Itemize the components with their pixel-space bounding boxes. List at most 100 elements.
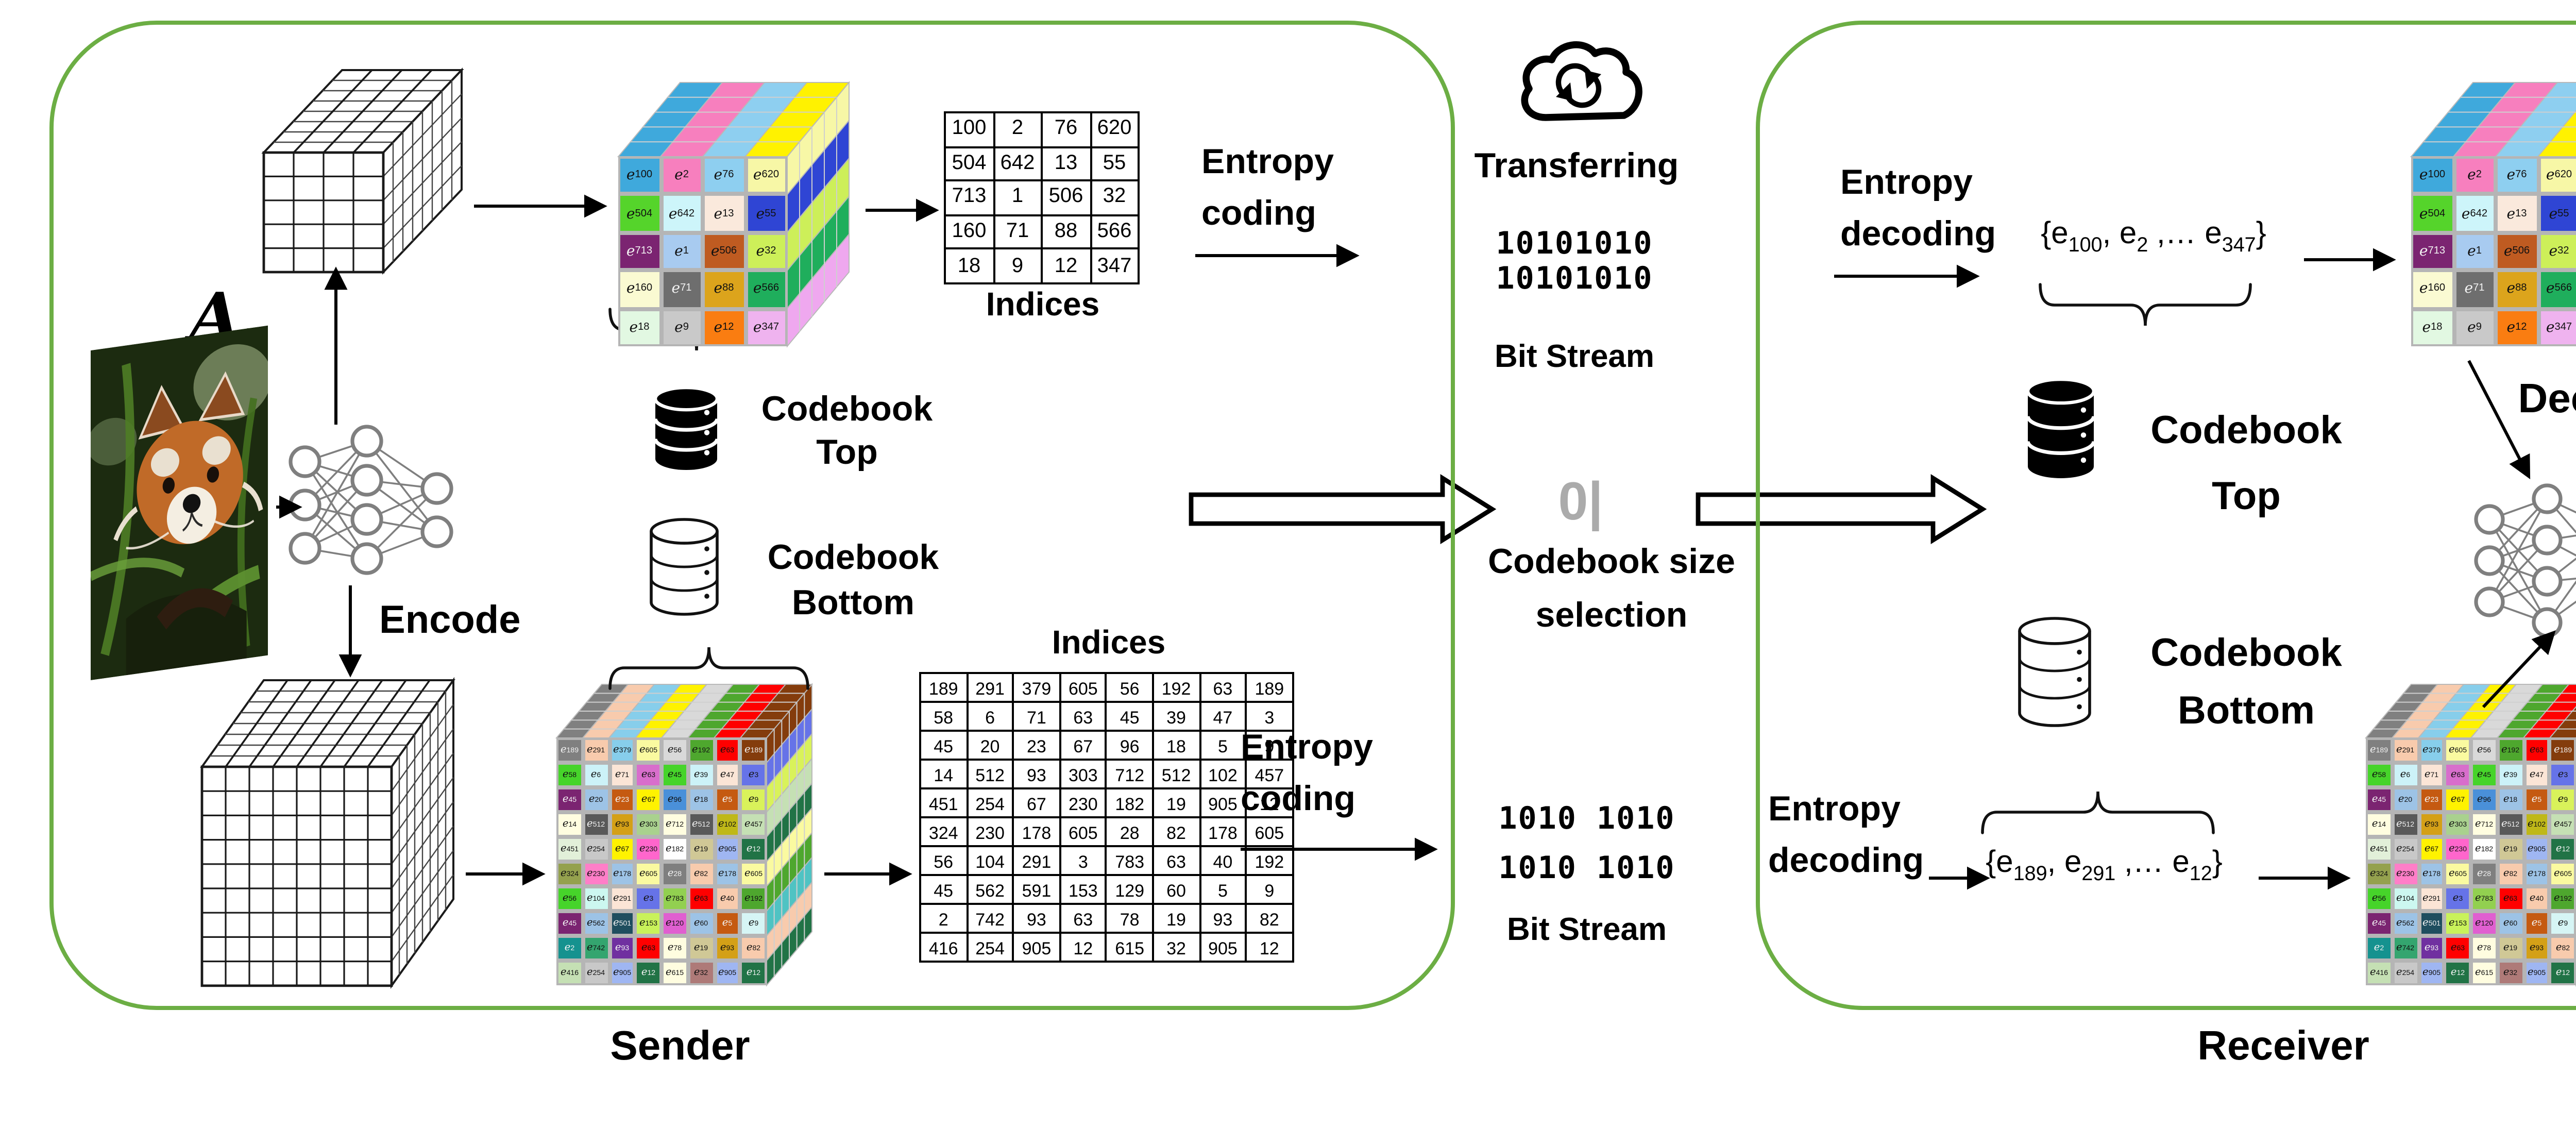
- entropy-decoding-bottom-line1: Entropy: [1768, 789, 1901, 829]
- index-cell: 3: [1245, 701, 1294, 732]
- receiver-codebook-bottom-line1: Codebook: [2150, 633, 2342, 676]
- index-cell: 93: [1012, 759, 1061, 789]
- receiver-codebook-bottom-line2: Bottom: [2178, 691, 2315, 734]
- index-cell: 379: [1012, 672, 1061, 703]
- bitstream-bottom-line2: 1010 1010: [1498, 849, 1675, 886]
- index-cell: 178: [1198, 816, 1247, 847]
- index-cell: 32: [1151, 932, 1201, 963]
- index-cell: 93: [1012, 903, 1061, 934]
- index-cell: 5: [1198, 874, 1247, 905]
- index-cell: 620: [1089, 111, 1140, 148]
- entropy-decoding-top-line2: decoding: [1840, 214, 1996, 254]
- codebook-bottom-label-line1: Codebook: [767, 538, 939, 577]
- entropy-decoding-top-line1: Entropy: [1840, 163, 1973, 202]
- index-cell: 615: [1105, 932, 1154, 963]
- index-cell: 182: [1105, 787, 1154, 818]
- codebook-size-line2: selection: [1535, 596, 1688, 635]
- index-cell: 100: [944, 111, 994, 148]
- indices-top-title: Indices: [986, 289, 1100, 324]
- index-cell: 63: [1059, 701, 1108, 732]
- index-cell: 905: [1198, 932, 1247, 963]
- receiver-codebook-top-line2: Top: [2212, 476, 2281, 519]
- index-cell: 56: [1105, 672, 1154, 703]
- index-cell: 23: [1012, 730, 1061, 761]
- index-cell: 905: [1012, 932, 1061, 963]
- index-cell: 67: [1012, 787, 1061, 818]
- index-cell: 9: [992, 248, 1043, 284]
- index-cell: 562: [965, 874, 1014, 905]
- receiver-box: [1756, 21, 2576, 1010]
- index-cell: 5: [1198, 730, 1247, 761]
- indices-bottom-title: Indices: [1052, 627, 1166, 662]
- embedding-set-top: {e100, e2 ,… e347}: [2041, 216, 2266, 258]
- sender-label: Sender: [610, 1024, 750, 1070]
- index-cell: 56: [919, 845, 968, 876]
- index-cell: 6: [965, 701, 1014, 732]
- index-cell: 104: [965, 845, 1014, 876]
- input-image: [91, 325, 268, 680]
- index-cell: 32: [1089, 179, 1140, 216]
- bitstream-top-line1: 10101010: [1496, 225, 1653, 262]
